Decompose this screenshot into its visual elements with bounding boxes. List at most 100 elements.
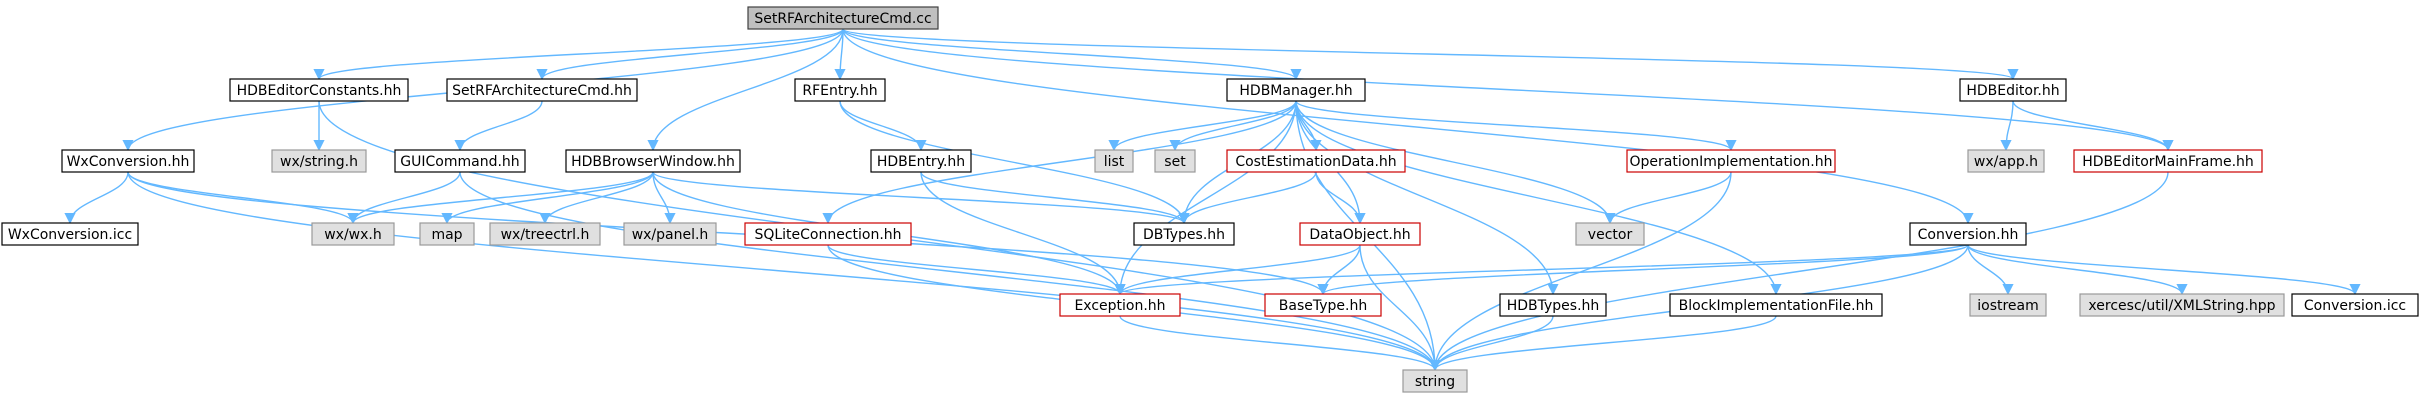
node-conversion[interactable]: Conversion.hh bbox=[1909, 222, 2027, 246]
node-hdbEditor[interactable]: HDBEditor.hh bbox=[1959, 78, 2067, 102]
node-box bbox=[1133, 222, 1235, 246]
node-label: GUICommand.hh bbox=[400, 154, 519, 170]
node-hdbManager[interactable]: HDBManager.hh bbox=[1226, 78, 1366, 102]
edge-hdbManager-to-exception bbox=[1114, 100, 1297, 296]
node-dataObject[interactable]: DataObject.hh bbox=[1299, 222, 1421, 246]
edge-guiCommand-to-string bbox=[459, 171, 1441, 372]
node-wxConversion[interactable]: WxConversion.hh bbox=[61, 149, 195, 173]
node-box bbox=[1059, 293, 1181, 317]
node-box bbox=[394, 149, 526, 173]
node-box bbox=[744, 222, 912, 246]
edge-exception-to-string bbox=[1119, 315, 1441, 372]
node-label: wx/treectrl.h bbox=[501, 227, 590, 243]
node-box bbox=[565, 149, 741, 173]
node-label: iostream bbox=[1977, 298, 2039, 314]
node-box bbox=[1094, 149, 1134, 173]
node-label: SetRFArchitectureCmd.hh bbox=[452, 83, 632, 99]
edge-blockImplementationFile-to-string bbox=[1429, 315, 1777, 372]
node-setRFArchCmdHh[interactable]: SetRFArchitectureCmd.hh bbox=[446, 78, 638, 102]
node-wxTreectrl[interactable]: wx/treectrl.h bbox=[489, 222, 601, 246]
node-wxConversionIcc[interactable]: WxConversion.icc bbox=[1, 222, 139, 246]
node-set[interactable]: set bbox=[1154, 149, 1196, 173]
node-exception[interactable]: Exception.hh bbox=[1059, 293, 1181, 317]
edge-dataObject-to-exception bbox=[1114, 244, 1361, 296]
node-label: BaseType.hh bbox=[1279, 298, 1367, 314]
node-hdbTypes[interactable]: HDBTypes.hh bbox=[1499, 293, 1607, 317]
node-label: BlockImplementationFile.hh bbox=[1679, 298, 1874, 314]
nodes-layer: SetRFArchitectureCmd.ccHDBEditorConstant… bbox=[1, 6, 2419, 393]
edge-wxConversion-to-baseType bbox=[127, 171, 1329, 296]
node-hdbBrowserWindow[interactable]: HDBBrowserWindow.hh bbox=[565, 149, 741, 173]
node-box bbox=[489, 222, 601, 246]
node-blockImplementationFile[interactable]: BlockImplementationFile.hh bbox=[1669, 293, 1883, 317]
edge-root-to-hdbEditorConstants bbox=[313, 28, 844, 81]
node-conversionIcc[interactable]: Conversion.icc bbox=[2291, 293, 2419, 317]
node-box bbox=[419, 222, 475, 246]
node-wxApp[interactable]: wx/app.h bbox=[1967, 149, 2045, 173]
node-guiCommand[interactable]: GUICommand.hh bbox=[394, 149, 526, 173]
edge-hdbManager-to-list bbox=[1108, 100, 1297, 152]
edge-conversion-to-exception bbox=[1114, 244, 1969, 296]
node-operationImplementation[interactable]: OperationImplementation.hh bbox=[1626, 149, 1836, 173]
node-label: list bbox=[1104, 154, 1125, 170]
edge-root-to-hdbManager bbox=[842, 28, 1302, 81]
node-label: xercesc/util/XMLString.hpp bbox=[2088, 298, 2275, 314]
node-label: WxConversion.icc bbox=[8, 227, 132, 243]
node-box bbox=[229, 78, 409, 102]
node-label: OperationImplementation.hh bbox=[1629, 154, 1832, 170]
node-box bbox=[2291, 293, 2419, 317]
node-label: string bbox=[1415, 374, 1455, 390]
node-box bbox=[1669, 293, 1883, 317]
node-map[interactable]: map bbox=[419, 222, 475, 246]
node-box bbox=[794, 78, 886, 102]
node-dbTypes[interactable]: DBTypes.hh bbox=[1133, 222, 1235, 246]
node-box bbox=[1226, 78, 1366, 102]
edge-hdbEntry-to-exception bbox=[920, 171, 1126, 296]
node-box bbox=[1626, 149, 1836, 173]
edge-hdbBrowserWindow-to-wxWx bbox=[347, 171, 654, 225]
node-label: HDBEntry.hh bbox=[877, 154, 965, 170]
node-xmlString[interactable]: xercesc/util/XMLString.hpp bbox=[2079, 293, 2285, 317]
node-vector[interactable]: vector bbox=[1575, 222, 1645, 246]
edge-wxConversion-to-string bbox=[127, 171, 1441, 372]
node-root[interactable]: SetRFArchitectureCmd.cc bbox=[747, 6, 939, 30]
node-box bbox=[1967, 149, 2045, 173]
edge-rfEntry-to-dbTypes bbox=[839, 100, 1190, 225]
node-string[interactable]: string bbox=[1402, 369, 1468, 393]
node-label: DBTypes.hh bbox=[1143, 227, 1225, 243]
node-box bbox=[2073, 149, 2263, 173]
node-hdbEditorConstants[interactable]: HDBEditorConstants.hh bbox=[229, 78, 409, 102]
node-box bbox=[1959, 78, 2067, 102]
edge-wxConversion-to-wxConversionIcc bbox=[64, 171, 129, 225]
node-label: WxConversion.hh bbox=[67, 154, 190, 170]
node-baseType[interactable]: BaseType.hh bbox=[1264, 293, 1382, 317]
node-box bbox=[311, 222, 395, 246]
node-box bbox=[1969, 293, 2047, 317]
node-wxWx[interactable]: wx/wx.h bbox=[311, 222, 395, 246]
edge-wxConversion-to-wxWx bbox=[127, 171, 359, 225]
edge-hdbBrowserWindow-to-dbTypes bbox=[652, 171, 1190, 225]
node-wxString[interactable]: wx/string.h bbox=[271, 149, 367, 173]
node-label: Exception.hh bbox=[1074, 298, 1165, 314]
edge-root-to-hdbEditor bbox=[842, 28, 2019, 81]
edge-conversion-to-xmlString bbox=[1967, 244, 2188, 296]
node-label: wx/app.h bbox=[1974, 154, 2038, 170]
node-label: CostEstimationData.hh bbox=[1235, 154, 1396, 170]
edge-dataObject-to-string bbox=[1359, 244, 1441, 372]
node-sqliteConnection[interactable]: SQLiteConnection.hh bbox=[744, 222, 912, 246]
node-list[interactable]: list bbox=[1094, 149, 1134, 173]
node-box bbox=[1226, 149, 1406, 173]
node-costEstimationData[interactable]: CostEstimationData.hh bbox=[1226, 149, 1406, 173]
node-hdbEntry[interactable]: HDBEntry.hh bbox=[870, 149, 972, 173]
node-hdbEditorMainFrame[interactable]: HDBEditorMainFrame.hh bbox=[2073, 149, 2263, 173]
node-wxPanel[interactable]: wx/panel.h bbox=[623, 222, 717, 246]
edge-root-to-conversion bbox=[842, 28, 1974, 225]
edge-root-to-hdbBrowserWindow bbox=[647, 28, 844, 152]
node-label: vector bbox=[1588, 227, 1633, 243]
node-rfEntry[interactable]: RFEntry.hh bbox=[794, 78, 886, 102]
node-box bbox=[1154, 149, 1196, 173]
node-label: HDBBrowserWindow.hh bbox=[571, 154, 735, 170]
node-iostream[interactable]: iostream bbox=[1969, 293, 2047, 317]
edge-hdbManager-to-set bbox=[1169, 100, 1297, 152]
node-box bbox=[271, 149, 367, 173]
